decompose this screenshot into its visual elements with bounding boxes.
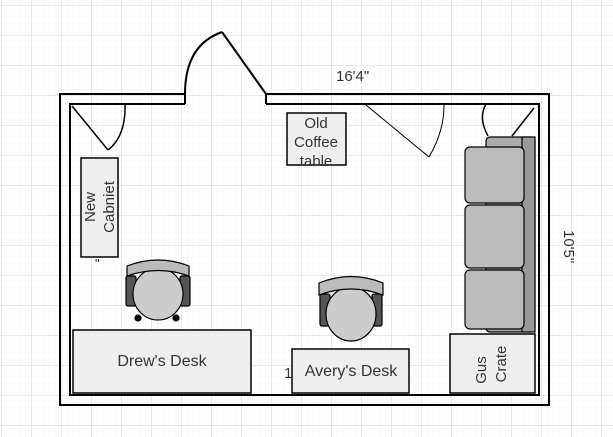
averys-desk-label: Avery's Desk <box>305 363 399 380</box>
closet-door-left <box>71 103 126 151</box>
old-coffee-table: Old Coffee table <box>286 112 347 170</box>
averys-desk: Avery's Desk <box>291 348 410 394</box>
closet-door-right <box>481 103 535 137</box>
main-door <box>184 31 267 95</box>
sofa <box>464 136 536 333</box>
drews-desk-label: Drew's Desk <box>117 353 207 370</box>
coffee-table-label-line2: Coffee <box>294 134 338 151</box>
new-cabinet: New Cabniet <box>80 157 119 258</box>
stray-tick-mark: " <box>95 256 100 271</box>
drews-desk: Drew's Desk <box>72 329 252 394</box>
coffee-table-label-line3: table <box>300 153 333 170</box>
averys-chair <box>318 275 384 342</box>
gus-crate-label-line2: Crate <box>493 346 510 383</box>
room-walls <box>59 93 550 406</box>
height-dimension-label: 10'5" <box>560 230 577 263</box>
coffee-table-label-line1: Old <box>304 115 327 132</box>
new-cabinet-label-line2: Cabniet <box>101 180 118 233</box>
gus-crate-label-line1: Gus <box>473 356 490 384</box>
new-cabinet-label-line1: New <box>82 192 99 222</box>
interior-door-top <box>365 104 445 158</box>
stray-digit-label: 1 <box>284 365 292 382</box>
width-dimension-label: 16'4" <box>336 68 369 85</box>
gus-crate: Gus Crate <box>449 333 536 394</box>
drews-chair <box>125 259 191 322</box>
